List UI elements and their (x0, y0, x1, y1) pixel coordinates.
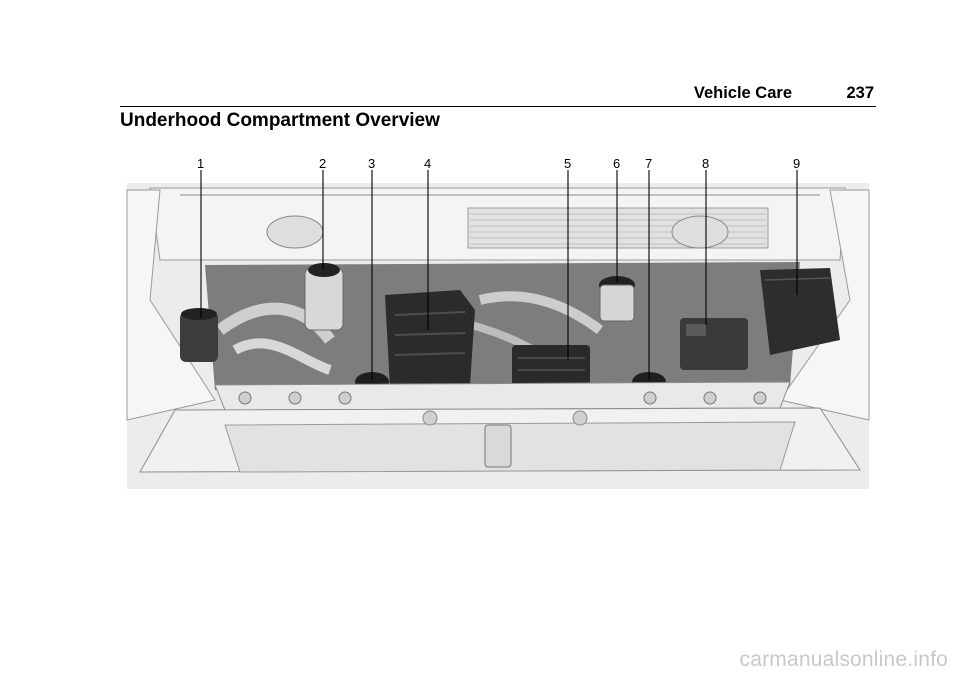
brake-reservoir (599, 276, 635, 322)
battery (760, 268, 840, 355)
callout-9: 9 (793, 156, 800, 171)
hood-latch (484, 424, 512, 468)
module-5 (512, 345, 590, 390)
callout-4: 4 (424, 156, 431, 171)
callout-5: 5 (564, 156, 571, 171)
callout-2: 2 (319, 156, 326, 171)
section-title: Vehicle Care (693, 84, 792, 102)
fuse-block (680, 318, 748, 370)
running-header: Vehicle Care 237 (120, 84, 876, 107)
callout-6: 6 (613, 156, 620, 171)
callout-7: 7 (645, 156, 652, 171)
radiator-support (214, 381, 791, 411)
page-title: Underhood Compartment Overview (120, 110, 440, 131)
callout-3: 3 (368, 156, 375, 171)
reservoir-1 (180, 308, 218, 362)
engine-bay (205, 262, 800, 390)
callout-8: 8 (702, 156, 709, 171)
page-number: 237 (846, 84, 874, 102)
callout-1: 1 (197, 156, 204, 171)
coolant-reservoir (304, 263, 344, 331)
leader-lines (200, 170, 798, 380)
watermark: carmanualsonline.info (739, 648, 948, 671)
engine-cover (385, 290, 475, 388)
